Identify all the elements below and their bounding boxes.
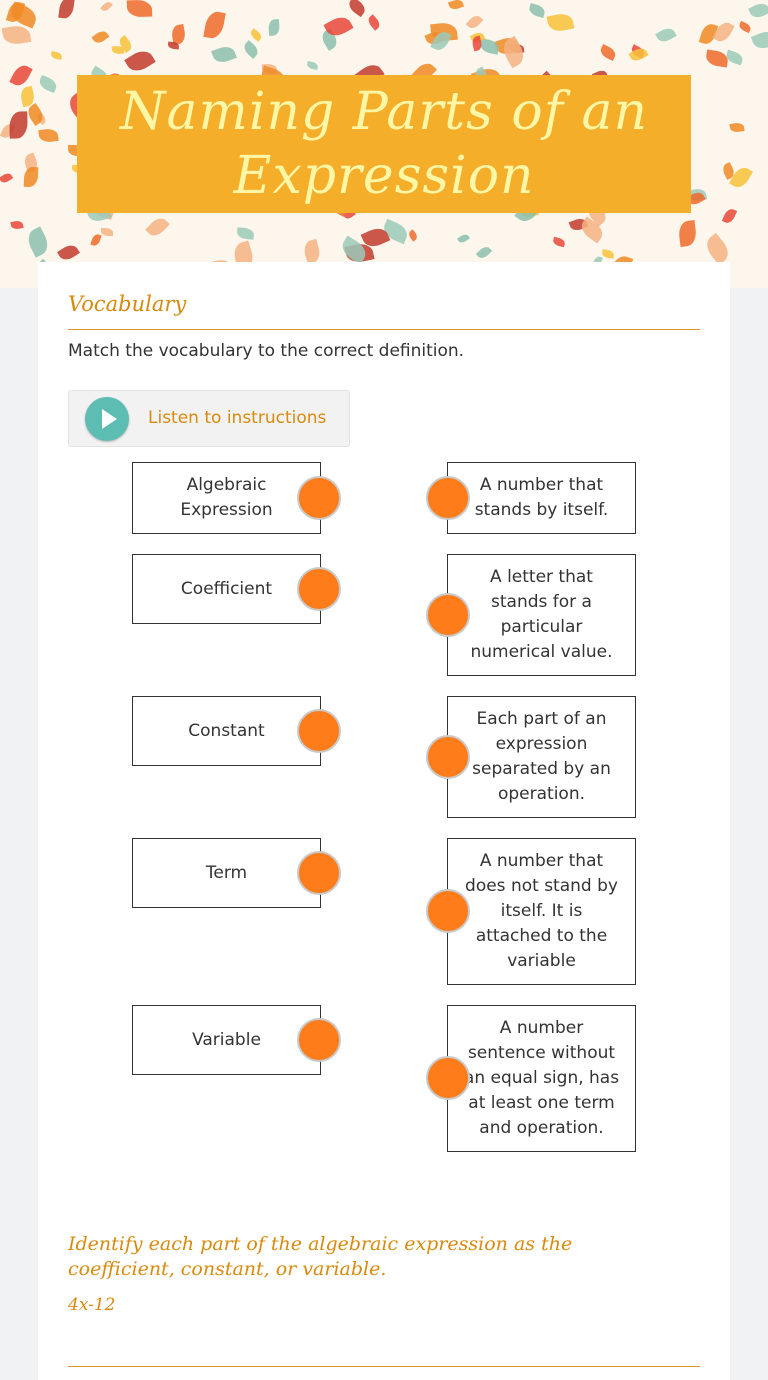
leaf-decoration bbox=[748, 0, 768, 21]
leaf-decoration bbox=[721, 207, 738, 225]
play-icon[interactable] bbox=[85, 397, 129, 441]
leaf-decoration bbox=[100, 0, 113, 13]
match-term-label: Variable bbox=[192, 1029, 261, 1050]
header-banner: Naming Parts of an Expression bbox=[0, 0, 768, 288]
match-dot-right[interactable] bbox=[426, 735, 470, 779]
match-definition-label: A number sentence without an equal sign,… bbox=[463, 1018, 620, 1138]
leaf-decoration bbox=[23, 166, 39, 188]
match-term-box[interactable]: Variable bbox=[132, 1005, 321, 1075]
leaf-decoration bbox=[407, 229, 419, 242]
match-definition-box[interactable]: A number that stands by itself. bbox=[447, 462, 636, 534]
leaf-decoration bbox=[601, 249, 615, 259]
leaf-decoration bbox=[58, 0, 75, 20]
listen-label: Listen to instructions bbox=[148, 408, 327, 428]
match-term-box[interactable]: Coefficient bbox=[132, 554, 321, 624]
match-definition-label: A number that stands by itself. bbox=[474, 475, 609, 520]
match-term-label: Algebraic Expression bbox=[180, 475, 273, 520]
match-dot-right[interactable] bbox=[426, 476, 470, 520]
question-prompt: Identify each part of the algebraic expr… bbox=[68, 1233, 573, 1280]
leaf-decoration bbox=[750, 28, 768, 52]
match-term-box[interactable]: Algebraic Expression bbox=[132, 462, 321, 534]
leaf-decoration bbox=[9, 111, 28, 139]
leaf-decoration bbox=[145, 214, 170, 240]
leaf-decoration bbox=[126, 0, 153, 18]
leaf-decoration bbox=[90, 233, 102, 247]
leaf-decoration bbox=[705, 49, 729, 68]
leaf-decoration bbox=[167, 41, 180, 50]
match-dot-right[interactable] bbox=[426, 889, 470, 933]
leaf-decoration bbox=[712, 19, 735, 45]
leaf-decoration bbox=[50, 51, 63, 60]
match-term-label: Constant bbox=[188, 720, 265, 741]
leaf-decoration bbox=[729, 121, 745, 134]
leaf-decoration bbox=[236, 227, 255, 240]
leaf-decoration bbox=[241, 40, 261, 59]
leaf-decoration bbox=[248, 28, 264, 42]
match-term-label: Coefficient bbox=[180, 578, 273, 599]
leaf-decoration bbox=[366, 14, 382, 31]
leaf-decoration bbox=[91, 28, 110, 46]
match-dot-right[interactable] bbox=[426, 1056, 470, 1100]
leaf-decoration bbox=[301, 238, 323, 265]
leaf-decoration bbox=[267, 19, 281, 36]
leaf-decoration bbox=[24, 226, 52, 258]
leaf-decoration bbox=[546, 11, 575, 34]
section-divider bbox=[68, 329, 700, 330]
instructions-text: Match the vocabulary to the correct defi… bbox=[68, 341, 465, 361]
leaf-decoration bbox=[10, 219, 24, 231]
match-definition-box[interactable]: A number sentence without an equal sign,… bbox=[447, 1005, 636, 1152]
match-dot-left[interactable] bbox=[297, 851, 341, 895]
leaf-decoration bbox=[0, 171, 14, 185]
leaf-decoration bbox=[7, 1, 40, 29]
match-definition-box[interactable]: Each part of an expression separated by … bbox=[447, 696, 636, 818]
leaf-decoration bbox=[211, 43, 237, 66]
leaf-decoration bbox=[737, 20, 753, 34]
leaf-decoration bbox=[465, 13, 484, 31]
page-title: Naming Parts of an Expression bbox=[120, 82, 648, 206]
worksheet-card bbox=[38, 262, 730, 1380]
leaf-decoration bbox=[701, 232, 734, 266]
leaf-decoration bbox=[1, 23, 32, 47]
section-divider bbox=[68, 1366, 700, 1367]
leaf-decoration bbox=[552, 236, 566, 248]
leaf-decoration bbox=[447, 0, 465, 12]
leaf-decoration bbox=[56, 241, 81, 264]
match-term-label: Term bbox=[205, 862, 248, 883]
match-definition-label: A number that does not stand by itself. … bbox=[465, 851, 618, 971]
title-box: Naming Parts of an Expression bbox=[77, 75, 691, 213]
leaf-decoration bbox=[100, 227, 114, 237]
match-dot-left[interactable] bbox=[297, 709, 341, 753]
match-dot-left[interactable] bbox=[297, 476, 341, 520]
section-title: Vocabulary bbox=[68, 292, 187, 316]
leaf-decoration bbox=[598, 44, 618, 61]
match-dot-right[interactable] bbox=[426, 593, 470, 637]
leaf-decoration bbox=[9, 62, 33, 89]
listen-instructions-button[interactable]: Listen to instructions bbox=[68, 390, 350, 447]
match-dot-left[interactable] bbox=[297, 567, 341, 611]
leaf-decoration bbox=[527, 3, 547, 18]
match-term-box[interactable]: Constant bbox=[132, 696, 321, 766]
match-dot-left[interactable] bbox=[297, 1018, 341, 1062]
match-definition-label: Each part of an expression separated by … bbox=[472, 709, 611, 804]
leaf-decoration bbox=[475, 244, 493, 261]
leaf-decoration bbox=[655, 25, 677, 45]
leaf-decoration bbox=[724, 49, 745, 66]
match-term-box[interactable]: Term bbox=[132, 838, 321, 908]
leaf-decoration bbox=[38, 127, 59, 144]
match-definition-box[interactable]: A number that does not stand by itself. … bbox=[447, 838, 636, 985]
leaf-decoration bbox=[346, 0, 368, 18]
leaf-decoration bbox=[306, 61, 319, 70]
leaf-decoration bbox=[203, 10, 226, 40]
leaf-decoration bbox=[37, 74, 59, 94]
algebraic-expression: 4x-12 bbox=[68, 1295, 116, 1315]
leaf-decoration bbox=[456, 232, 471, 245]
match-definition-label: A letter that stands for a particular nu… bbox=[470, 567, 613, 662]
match-definition-box[interactable]: A letter that stands for a particular nu… bbox=[447, 554, 636, 676]
leaf-decoration bbox=[677, 220, 698, 247]
